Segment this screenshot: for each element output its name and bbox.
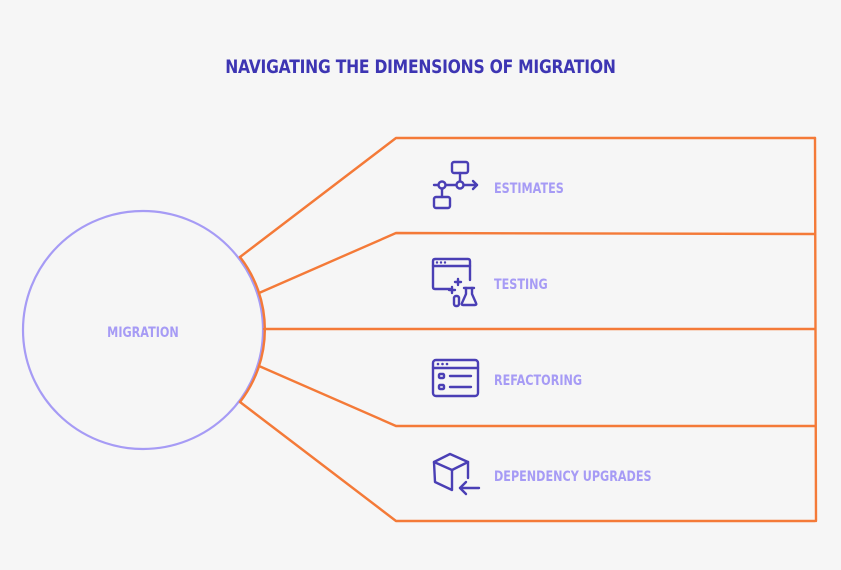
box-arrow-icon	[432, 452, 481, 496]
branch-label-refactoring: REFACTORING	[494, 373, 583, 389]
branch-outlines	[238, 136, 818, 523]
branch-line-2	[257, 231, 817, 295]
center-label: MIGRATION	[107, 325, 179, 341]
flowchart-icon	[432, 160, 479, 210]
browser-flask-icon	[431, 257, 478, 308]
branch-label-dependency-upgrades: DEPENDENCY UPGRADES	[494, 469, 652, 485]
right-edge	[813, 136, 818, 523]
branch-label-testing: TESTING	[494, 277, 548, 293]
browser-list-icon	[431, 358, 480, 398]
branch-label-estimates: ESTIMATES	[494, 181, 564, 197]
circle-arc	[238, 255, 267, 404]
migration-circle	[21, 209, 265, 451]
branch-line-4	[257, 364, 817, 428]
branch-line-1	[238, 136, 817, 259]
branch-line-5	[238, 400, 817, 523]
diagram-title: NAVIGATING THE DIMENSIONS OF MIGRATION	[225, 56, 616, 78]
